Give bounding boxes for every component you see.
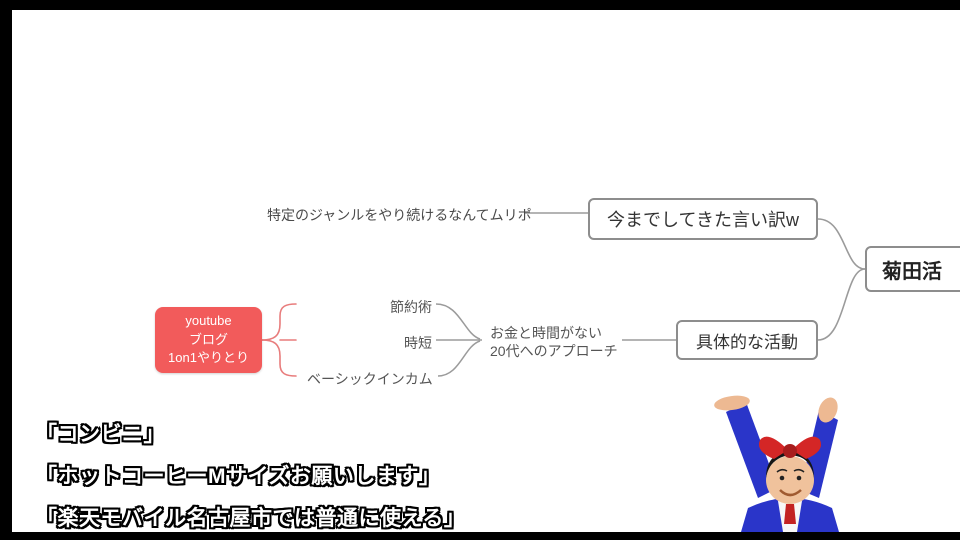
- mindmap-child-jitan[interactable]: 時短: [404, 335, 432, 351]
- mindmap-leaf-excuse[interactable]: 特定のジャンルをやり続けるなんてムリポ: [267, 207, 532, 223]
- topic-line-blog: ブログ: [188, 331, 228, 347]
- mindmap-approach-node[interactable]: お金と時間がない 20代へのアプローチ: [490, 324, 618, 360]
- approach-line-1: お金と時間がない: [490, 325, 602, 341]
- caption-line-2: 「ホットコーヒーMサイズお願いします」: [36, 465, 441, 488]
- caption-line-3: 「楽天モバイル名古屋市では普通に使える」: [36, 507, 466, 530]
- man-arms-raised-red-ribbon-icon: [712, 390, 852, 532]
- approach-line-2: 20代へのアプローチ: [490, 343, 618, 360]
- mindmap-child-setsuyaku[interactable]: 節約術: [390, 299, 432, 315]
- mindmap-child-basicincome[interactable]: ベーシックインカム: [307, 371, 433, 387]
- mindmap-canvas: 特定のジャンルをやり続けるなんてムリポ 今までしてきた言い訳w 菊田活 yout…: [12, 10, 960, 532]
- subtitle-captions: 「コンビニ」 「ホットコーヒーMサイズお願いします」 「楽天モバイル名古屋市では…: [36, 418, 465, 532]
- mindmap-box-activity[interactable]: 具体的な活動: [676, 320, 818, 360]
- mindmap-box-excuses[interactable]: 今までしてきた言い訳w: [588, 198, 818, 240]
- mindmap-root-node[interactable]: 菊田活: [865, 246, 960, 292]
- topic-line-youtube: youtube: [185, 312, 232, 328]
- topic-line-1on1: 1on1やりとり: [168, 350, 249, 366]
- mindmap-topic-node[interactable]: youtube ブログ 1on1やりとり: [155, 307, 262, 373]
- caption-line-1: 「コンビニ」: [36, 423, 165, 446]
